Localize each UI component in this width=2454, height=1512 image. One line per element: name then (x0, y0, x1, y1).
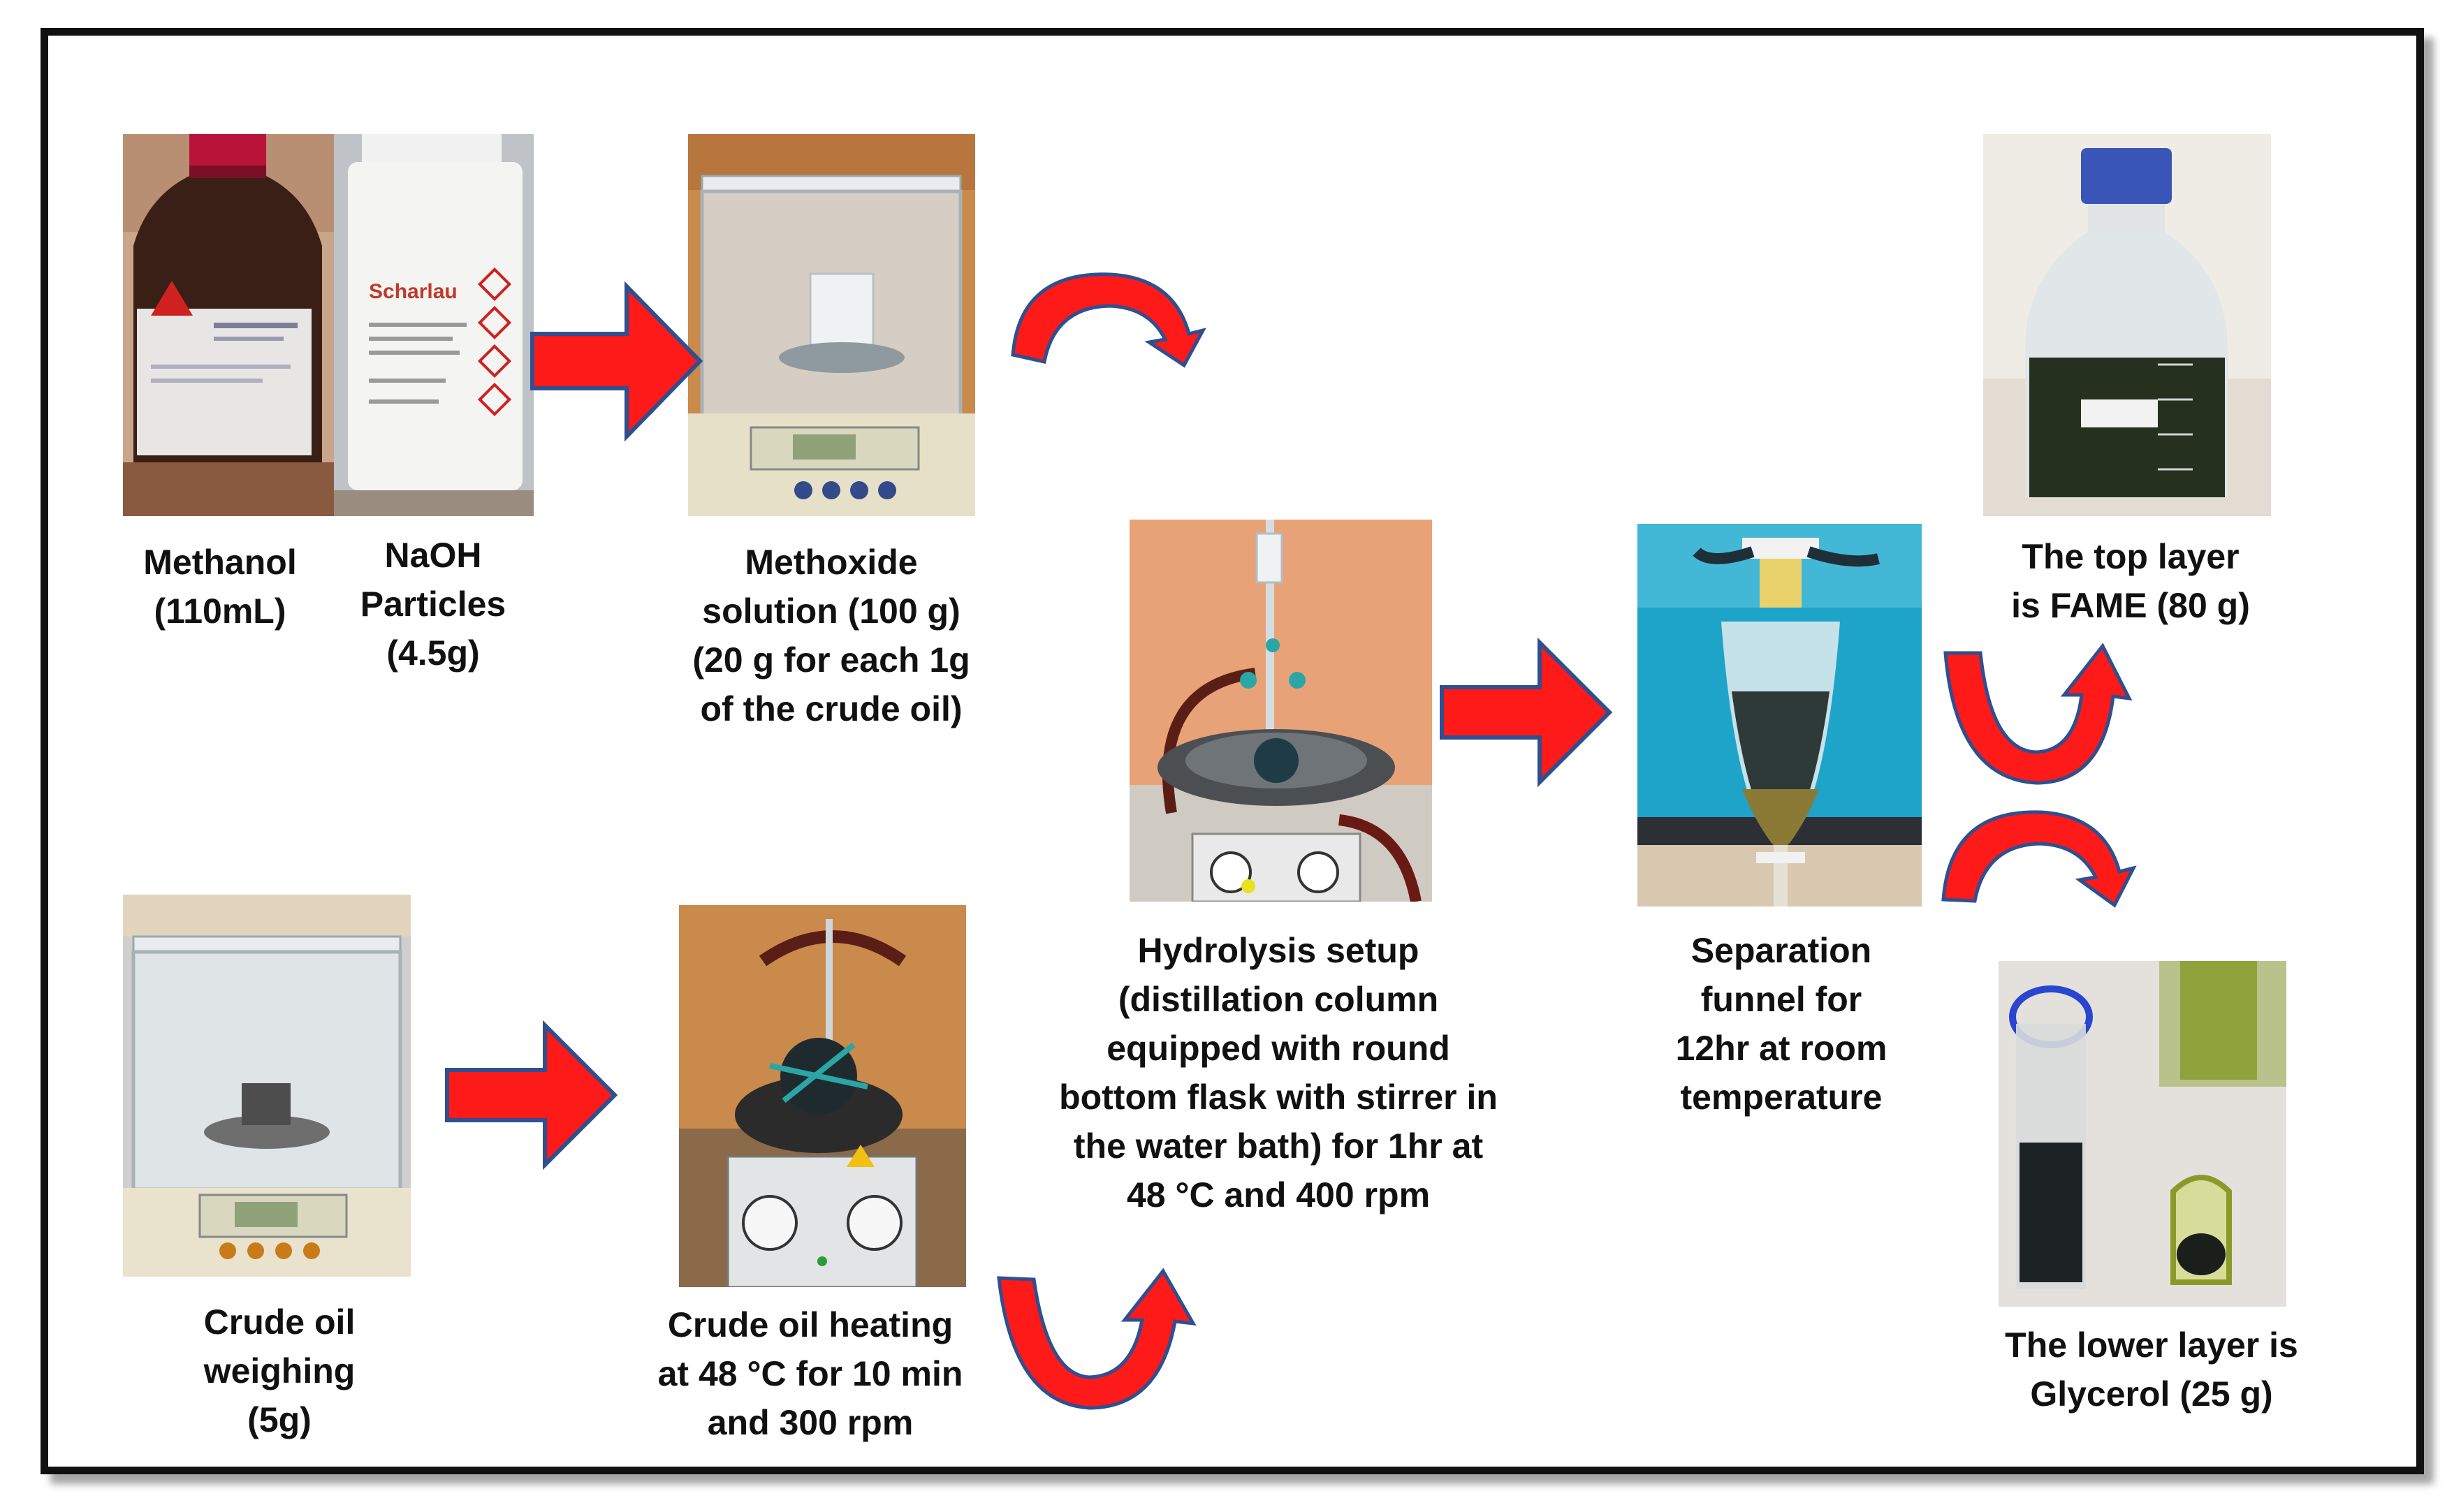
separation-funnel-photo (1637, 524, 1922, 907)
caption-line: (distillation column (1118, 980, 1439, 1019)
caption-crude-weighing: Crude oil weighing (5g) (168, 1298, 391, 1444)
glycerol-bottles-photo (1999, 961, 2286, 1307)
crude-oil-heating-photo (679, 905, 966, 1287)
caption-line: (110mL) (154, 592, 286, 631)
caption-line: funnel for (1700, 980, 1862, 1019)
arrow-hydrolysis-to-separation (1440, 637, 1613, 788)
caption-crude-heating: Crude oil heating at 48 °C for 10 min an… (615, 1300, 1006, 1447)
caption-line: at 48 °C for 10 min (657, 1354, 963, 1393)
fame-bottle-photo (1983, 134, 2271, 516)
caption-line: Crude oil (203, 1302, 356, 1342)
caption-line: 12hr at room (1675, 1029, 1887, 1068)
caption-line: solution (100 g) (702, 592, 961, 631)
naoh-container-photo: Scharlau (334, 134, 534, 516)
curved-arrow-to-top-layer (1942, 643, 2133, 786)
caption-line: and 300 rpm (707, 1403, 914, 1442)
caption-line: (4.5g) (386, 633, 480, 673)
caption-line: the water bath) for 1hr at (1073, 1126, 1484, 1166)
caption-line: Hydrolysis setup (1137, 931, 1419, 970)
caption-methoxide: Methoxide solution (100 g) (20 g for eac… (657, 538, 1006, 733)
scharlau-brand-label: Scharlau (369, 280, 458, 303)
caption-naoh: NaOH Particles (4.5g) (328, 531, 538, 677)
caption-line: of the crude oil) (700, 689, 963, 728)
caption-top-layer: The top layer is FAME (80 g) (1949, 532, 2312, 630)
caption-line: 48 °C and 400 rpm (1126, 1175, 1431, 1214)
caption-line: (20 g for each 1g (692, 640, 970, 680)
caption-line: temperature (1680, 1078, 1883, 1117)
caption-line: Methanol (143, 543, 297, 582)
caption-line: is FAME (80 g) (2011, 586, 2250, 625)
caption-line: equipped with round (1107, 1029, 1450, 1068)
caption-line: NaOH (384, 536, 482, 575)
methoxide-balance-photo (688, 134, 975, 516)
caption-line: bottom flask with stirrer in (1059, 1078, 1498, 1117)
caption-line: weighing (203, 1351, 356, 1390)
caption-methanol: Methanol (110mL) (115, 538, 325, 636)
crude-oil-balance-photo (123, 895, 411, 1277)
caption-line: Methoxide (745, 543, 918, 582)
methanol-bottle-photo (123, 134, 334, 516)
arrow-weighing-to-heating (445, 1020, 618, 1170)
caption-line: The lower layer is (2005, 1326, 2298, 1365)
hydrolysis-setup-photo (1130, 520, 1432, 902)
caption-hydrolysis: Hydrolysis setup (distillation column eq… (1034, 926, 1523, 1219)
curved-arrow-methoxide-down (1006, 264, 1206, 369)
arrow-reagents-to-methoxide (530, 281, 703, 442)
caption-line: Crude oil heating (667, 1305, 954, 1344)
caption-line: (5g) (247, 1400, 312, 1439)
caption-line: Separation (1690, 931, 1872, 970)
caption-line: The top layer (2022, 537, 2240, 576)
curved-arrow-to-lower-layer (1936, 802, 2137, 908)
caption-lower-layer: The lower layer is Glycerol (25 g) (1942, 1321, 2361, 1418)
caption-line: Particles (360, 585, 506, 624)
curved-arrow-heating-up (992, 1268, 1202, 1411)
caption-line: Glycerol (25 g) (2030, 1374, 2273, 1414)
caption-separation: Separation funnel for 12hr at room tempe… (1607, 926, 1956, 1122)
